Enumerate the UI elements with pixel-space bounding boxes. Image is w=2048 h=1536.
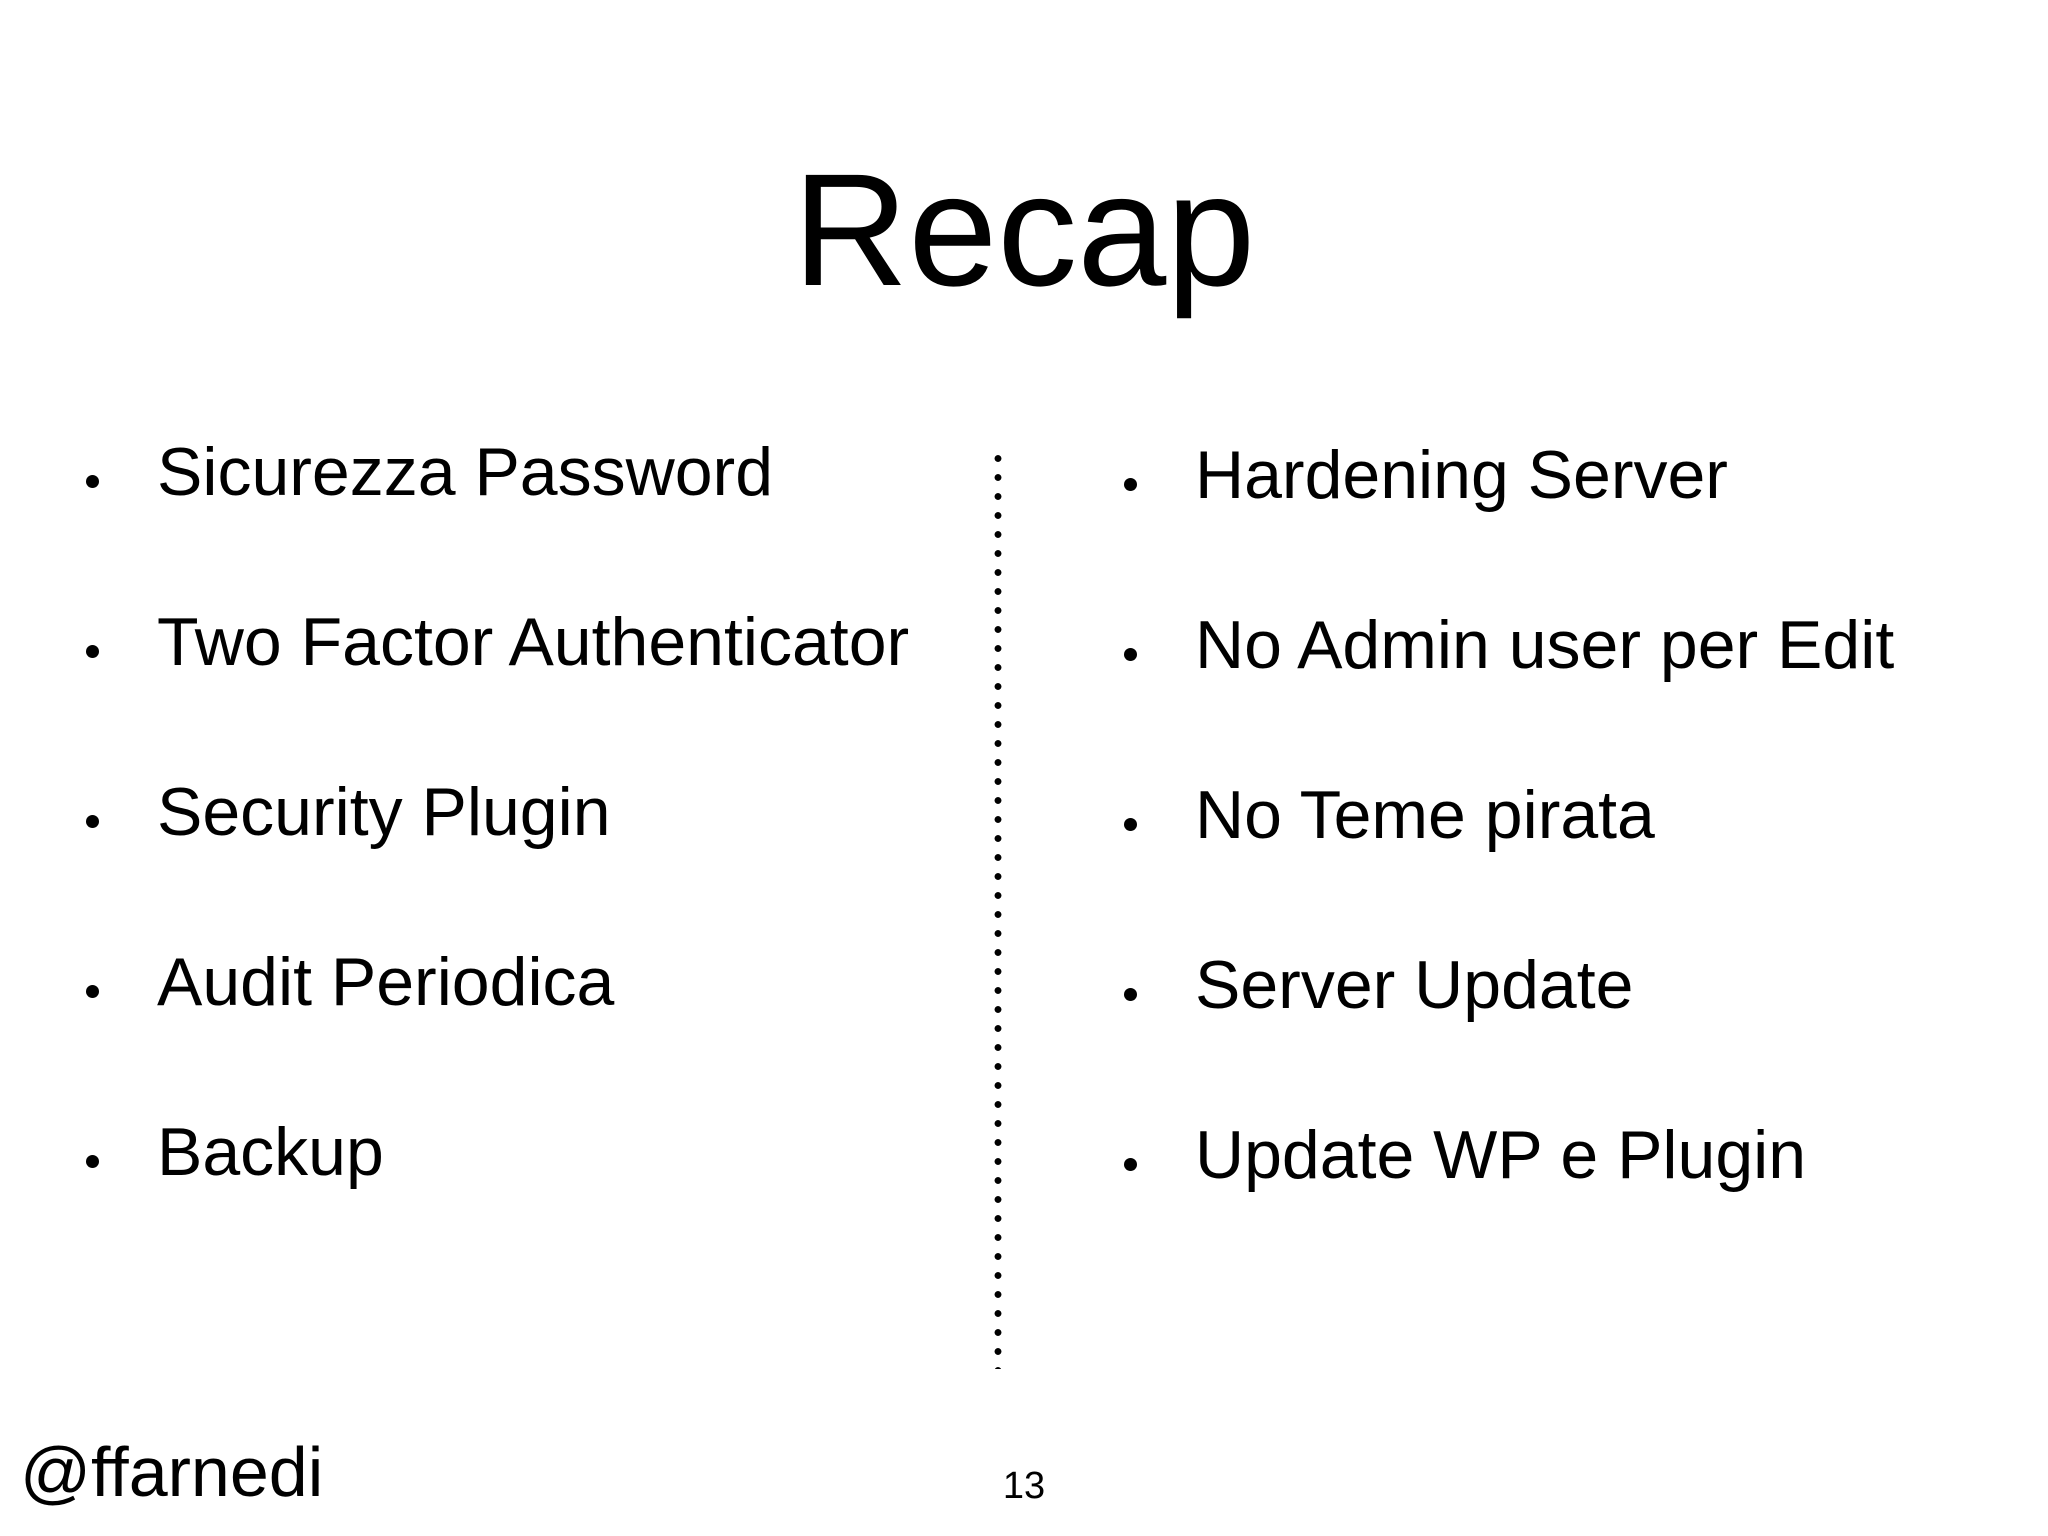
bullet-icon (1124, 988, 1137, 1001)
bullet-icon (1124, 478, 1137, 491)
bullet-icon (86, 1155, 99, 1168)
bullet-text: Update WP e Plugin (1195, 1117, 1807, 1193)
bullet-text: Hardening Server (1195, 437, 1728, 513)
bullet-item: Backup (86, 1118, 909, 1186)
bullet-icon (1124, 648, 1137, 661)
bullet-text: Security Plugin (157, 774, 611, 850)
bullet-text: No Teme pirata (1195, 777, 1655, 853)
bullet-item: Two Factor Authenticator (86, 608, 909, 676)
author-handle: @ffarnedi (20, 1433, 324, 1511)
bullet-text: Backup (157, 1114, 384, 1190)
bullet-item: No Teme pirata (1124, 781, 1894, 849)
bullet-item: Audit Periodica (86, 948, 909, 1016)
bullet-text: Sicurezza Password (157, 434, 774, 510)
bullet-item: Server Update (1124, 951, 1894, 1019)
bullet-icon (86, 985, 99, 998)
bullet-item: Hardening Server (1124, 441, 1894, 509)
left-bullet-list: Sicurezza Password Two Factor Authentica… (86, 438, 909, 1186)
bullet-icon (86, 475, 99, 488)
bullet-text: Server Update (1195, 947, 1634, 1023)
page-number: 13 (1002, 1465, 1046, 1507)
bullet-text: Audit Periodica (157, 944, 615, 1020)
bullet-item: No Admin user per Edit (1124, 611, 1894, 679)
bullet-icon (1124, 818, 1137, 831)
right-bullet-list: Hardening Server No Admin user per Edit … (1124, 441, 1894, 1189)
bullet-item: Update WP e Plugin (1124, 1121, 1894, 1189)
dotted-divider (994, 449, 1002, 1369)
bullet-icon (1124, 1158, 1137, 1171)
bullet-item: Sicurezza Password (86, 438, 909, 506)
bullet-icon (86, 815, 99, 828)
bullet-text: Two Factor Authenticator (157, 604, 910, 680)
bullet-text: No Admin user per Edit (1195, 607, 1895, 683)
bullet-item: Security Plugin (86, 778, 909, 846)
slide-title: Recap (792, 140, 1256, 319)
bullet-icon (86, 645, 99, 658)
